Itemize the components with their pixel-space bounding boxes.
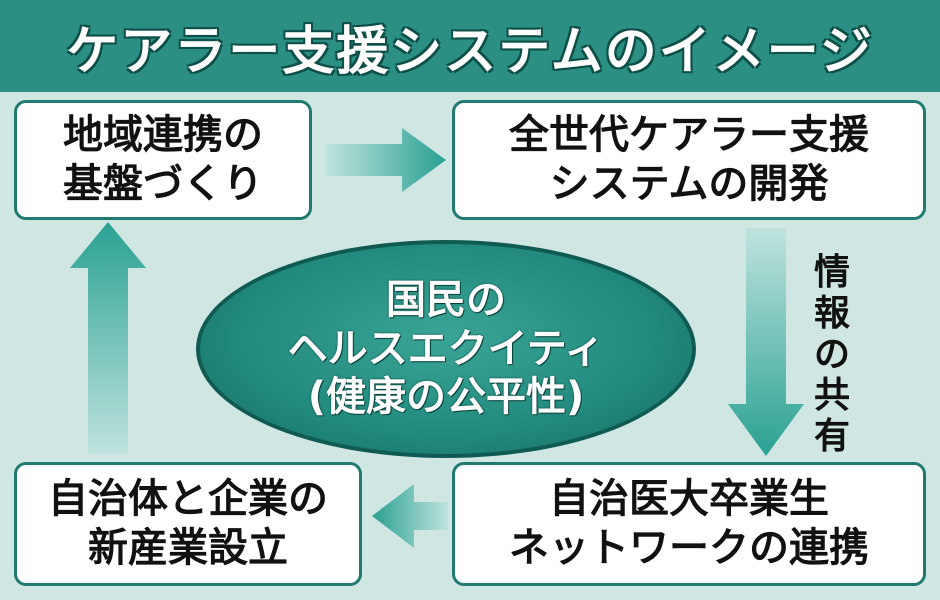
box-regional-collaboration: 地域連携の 基盤づくり <box>14 100 312 220</box>
box-carer-support-system: 全世代ケアラー支援 システムの開発 <box>452 100 926 220</box>
label-char: 情 <box>813 252 850 293</box>
box-line: 基盤づくり <box>63 161 263 207</box>
box-line: 新産業設立 <box>88 525 288 571</box>
center-ellipse-health-equity: 国民の ヘルスエクイティ (健康の公平性) <box>196 240 696 458</box>
label-char: 有 <box>813 416 850 458</box>
arrow-right <box>326 128 446 192</box>
center-line: ヘルスエクイティ <box>287 325 605 372</box>
box-line: システムの開発 <box>549 161 829 207</box>
diagram-title: ケアラー支援システムのイメージ <box>66 21 874 82</box>
label-char: 共 <box>813 375 850 417</box>
arrow-left <box>372 484 448 548</box>
label-char: 報 <box>813 293 850 335</box>
label-char: の <box>813 334 850 376</box>
center-line: 国民の <box>386 276 506 323</box>
arrow-label-information-sharing: 情 報 の 共 有 <box>808 252 856 457</box>
box-line: 自治医大卒業生 <box>549 476 829 523</box>
center-line: (健康の公平性) <box>307 374 585 421</box>
arrow-down <box>728 228 804 456</box>
box-graduate-network: 自治医大卒業生 ネットワークの連携 <box>452 462 926 586</box>
arrow-up <box>70 222 146 454</box>
box-line: 地域連携の <box>63 112 263 159</box>
box-new-industry: 自治体と企業の 新産業設立 <box>14 462 362 586</box>
box-line: 全世代ケアラー支援 <box>509 112 869 159</box>
header-bar: ケアラー支援システムのイメージ <box>0 0 940 92</box>
box-line: 自治体と企業の <box>48 476 328 523</box>
box-line: ネットワークの連携 <box>509 525 869 571</box>
